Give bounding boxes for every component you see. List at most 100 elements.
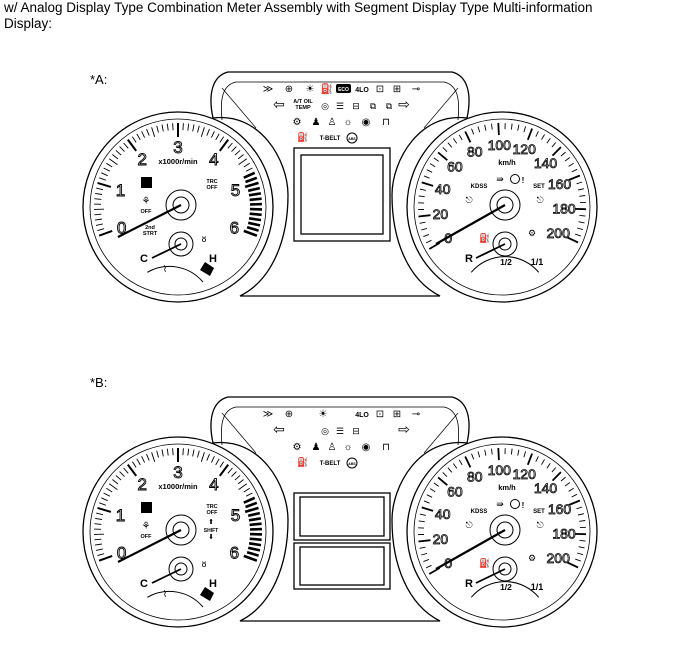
- meter-panel-a: 0123456x1000r/minCH⌇⚘OFFTRCOFF2ndSTRTᴕ02…: [82, 71, 598, 303]
- speedometer-tick: [576, 181, 583, 185]
- tachometer-tick: [101, 172, 108, 177]
- steering-warning-icon: ☀: [306, 84, 315, 95]
- tachometer-tick: [182, 448, 184, 456]
- tachometer-tick: [103, 167, 111, 172]
- tachometer-tick: [243, 229, 258, 237]
- speedometer-number: 120: [513, 141, 537, 157]
- tachometer-tick: [136, 133, 141, 141]
- meter-panel-b: 0123456x1000r/minCH⌇⚘OFFTRCOFF⬆SHIFT⬇ᴕ02…: [82, 396, 598, 628]
- speedometer-number: 80: [467, 468, 483, 484]
- speedometer-number: 200: [547, 550, 571, 566]
- cruise-icon: ⎋: [536, 520, 543, 530]
- speedometer-tick: [447, 467, 453, 473]
- oil-pressure-icon: ⚙: [293, 117, 302, 128]
- tachometer-tick: [95, 548, 103, 551]
- oil-pressure-icon: ⚙: [293, 442, 302, 453]
- kdss-icon: ⎋: [465, 195, 472, 205]
- speedometer-tick: [546, 463, 551, 469]
- turn-beam-icon: ⇛: [496, 174, 504, 184]
- slip-indicator-icon: ⚘: [142, 196, 151, 207]
- speedometer-number: 60: [447, 484, 463, 500]
- tachometer-tick: [247, 186, 261, 193]
- slip-indicator-icon: ⚘: [142, 521, 151, 532]
- temp-hot-label: H: [209, 578, 217, 590]
- brake-warning-icon: ◎: [321, 426, 329, 436]
- at-oil-temp-label-2: TEMP: [295, 105, 311, 111]
- meter-housing: [210, 71, 470, 297]
- diff-lock-icon: ⊡: [376, 84, 384, 95]
- tachometer-tick: [182, 123, 184, 131]
- turn-left-icon: ⇦: [273, 421, 285, 437]
- tachometer-tick: [234, 475, 241, 481]
- coolant-temp-icon: ⌇: [163, 264, 167, 274]
- speedometer-tick: [491, 448, 493, 455]
- speedometer-tick: [517, 124, 520, 131]
- speedometer-number: 20: [433, 206, 449, 222]
- speedometer-tick: [564, 157, 571, 162]
- speedometer-tick: [423, 558, 430, 563]
- tachometer-tick: [243, 162, 250, 168]
- fuel-full-label: 1/1: [531, 257, 544, 267]
- panel-a-label: *A:: [90, 72, 108, 87]
- speedometer: 020406080100120140160180200km/hKDSSSET⇛!…: [406, 111, 598, 303]
- tachometer-tick: [126, 139, 138, 152]
- tachometer-tick: [218, 139, 230, 152]
- tachometer-unit-label: x1000r/min: [158, 157, 198, 166]
- timing-belt-label: T-BELT: [320, 461, 341, 467]
- fuel-gauge-needle: [475, 568, 506, 584]
- speedometer-face: [413, 118, 591, 296]
- tachometer-tick: [192, 124, 195, 132]
- speedometer-tick: [426, 494, 433, 498]
- speedometer-tick: [442, 472, 448, 478]
- tachometer-tick: [215, 458, 220, 466]
- headlight-leveling-icon: ≫: [263, 409, 273, 420]
- tachometer-tick: [151, 127, 156, 137]
- speedometer-number: 80: [467, 143, 483, 159]
- speedometer-tick: [510, 448, 513, 455]
- speedometer-tick: [510, 123, 513, 130]
- speedometer-tick: [419, 546, 426, 549]
- speedometer-tick: [421, 552, 428, 556]
- tachometer-tick: [94, 523, 102, 525]
- tachometer-tick: [141, 131, 146, 138]
- tachometer-number: 2: [137, 475, 146, 494]
- tachometer-tick: [119, 471, 125, 477]
- speedometer-tick: [421, 181, 434, 187]
- eco-indicator-icon: [336, 84, 351, 93]
- speedometer-tick: [568, 487, 574, 492]
- tachometer-tick: [249, 212, 262, 217]
- battery-icon: ⊟: [352, 101, 360, 111]
- tachometer-tick: [156, 125, 159, 133]
- multi-info-display-frame: [293, 147, 391, 242]
- speedometer-tick: [576, 227, 584, 231]
- speedometer-tick: [471, 453, 475, 460]
- speedometer-tick: [541, 134, 545, 140]
- tire-pressure-icon: ◉: [362, 117, 371, 128]
- tachometer-tick: [94, 198, 102, 200]
- speedometer-tick: [419, 188, 426, 191]
- slip-car-icon: ⊓: [382, 442, 390, 453]
- fuel-reserve-label: R: [465, 253, 473, 265]
- page-title: w/ Analog Display Type Combination Meter…: [4, 0, 593, 31]
- second-start-label-1: 2nd: [145, 225, 155, 231]
- tachometer-number: 2: [137, 150, 146, 169]
- speedometer-tick: [421, 506, 434, 512]
- multi-info-display-screen: [300, 154, 384, 235]
- tachometer-needle: [117, 529, 182, 563]
- kdss-icon: ⎋: [465, 520, 472, 530]
- speedometer-tick: [517, 449, 520, 456]
- tachometer-tick: [219, 136, 225, 143]
- fuel-gauge-arc: [470, 581, 540, 598]
- tachometer-tick: [146, 128, 150, 136]
- turn-left-icon: ⇦: [273, 96, 285, 112]
- tachometer-tick: [237, 154, 244, 160]
- temp-gauge-hot-zone: [200, 262, 214, 276]
- tachometer-number: 3: [173, 463, 182, 482]
- tachometer-tick: [243, 487, 250, 493]
- speedometer-tick: [447, 142, 453, 148]
- high-beam-icon: ☰: [336, 426, 344, 436]
- speedometer-tick: [568, 174, 581, 181]
- trc-off-label-2: OFF: [207, 185, 219, 191]
- temp-gauge-hot-zone: [200, 587, 214, 601]
- speedometer-face: [413, 443, 591, 621]
